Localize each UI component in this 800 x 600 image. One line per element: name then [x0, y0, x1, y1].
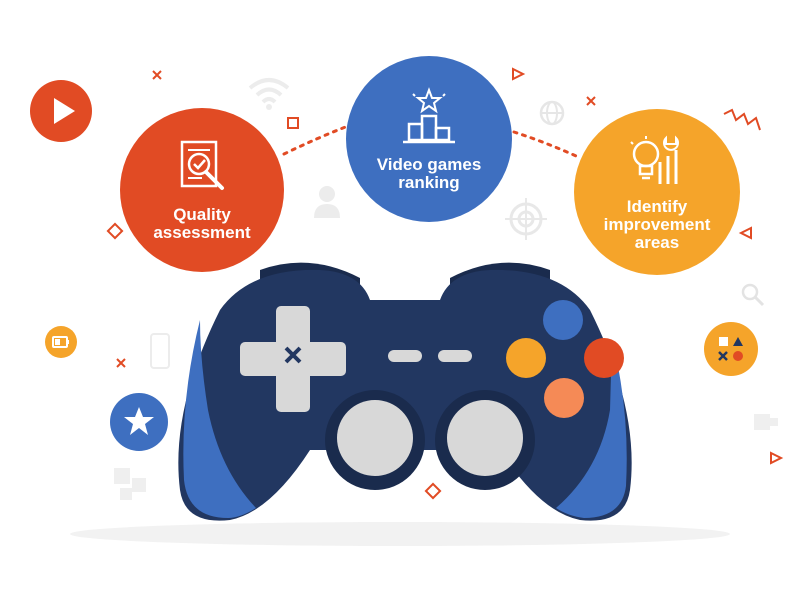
video-games-ranking-circle: Video games ranking	[346, 56, 512, 222]
face-button-peach	[544, 378, 584, 418]
battery-icon	[45, 326, 77, 358]
left-analog-stick	[337, 400, 413, 476]
puzzle-icon	[754, 414, 778, 430]
start-button	[438, 350, 472, 362]
dotted-connector-left	[282, 124, 350, 156]
square-icon	[287, 117, 299, 129]
wifi-icon	[248, 78, 290, 110]
play-icon	[30, 80, 92, 142]
triangle-icon	[512, 67, 526, 81]
improvement-areas-circle: Identify improvement areas	[574, 109, 740, 275]
cross-icon	[116, 358, 126, 368]
square-icon	[106, 222, 124, 240]
cross-icon	[152, 70, 162, 80]
puzzle-icon	[114, 468, 146, 500]
shapes-icon	[704, 322, 758, 376]
search-icon	[741, 283, 765, 307]
podium-star-icon	[403, 87, 455, 144]
game-controller	[178, 262, 632, 521]
quality-assessment-circle: Quality assessment	[120, 108, 284, 272]
square-icon	[424, 482, 442, 500]
triangle-icon	[770, 451, 784, 465]
face-button-blue	[543, 300, 583, 340]
right-analog-stick	[447, 400, 523, 476]
user-icon	[314, 186, 340, 218]
face-button-red	[584, 338, 624, 378]
triangle-icon	[738, 226, 752, 240]
document-search-icon	[180, 140, 224, 190]
phone-icon	[150, 333, 170, 369]
select-button	[388, 350, 422, 362]
globe-icon	[539, 100, 565, 126]
lightbulb-tools-icon	[630, 135, 679, 184]
controller-shadow	[70, 522, 730, 546]
dotted-connector-right	[512, 130, 578, 158]
video-games-ranking-label: Video games ranking	[376, 155, 482, 192]
zigzag-icon	[723, 108, 761, 131]
target-icon	[505, 198, 547, 240]
improvement-areas-label: Identify improvement areas	[603, 197, 711, 252]
star-icon	[110, 393, 168, 451]
cross-icon	[586, 96, 596, 106]
face-button-orange	[506, 338, 546, 378]
quality-assessment-label: Quality assessment	[153, 205, 251, 242]
dpad	[240, 306, 346, 412]
